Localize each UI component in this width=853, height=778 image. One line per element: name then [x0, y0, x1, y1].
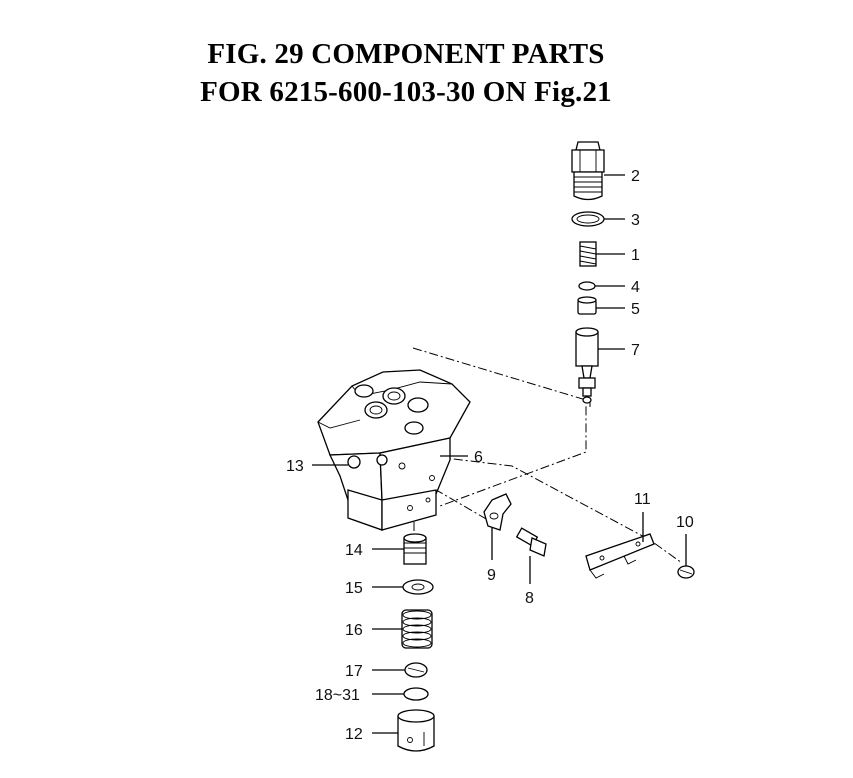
callout-6: 6: [474, 449, 483, 466]
callout-13: 13: [286, 458, 304, 475]
callout-7: 7: [631, 342, 640, 359]
part-4-o-ring: [578, 281, 596, 291]
part-15-washer: [402, 579, 434, 595]
part-3-gasket: [571, 211, 605, 227]
part-6-pump-body: [317, 369, 471, 531]
part-16-plunger-spring: [401, 609, 433, 649]
callout-3: 3: [631, 212, 640, 229]
callout-18-31: 18~31: [315, 687, 360, 704]
leader-lines: [312, 174, 687, 734]
part-18-31-shim: [403, 687, 429, 701]
callout-8: 8: [525, 590, 534, 607]
part-1-spring: [579, 241, 597, 267]
callout-11: 11: [634, 491, 651, 508]
part-12-tappet: [397, 709, 435, 752]
part-7-valve-seat: [575, 327, 599, 404]
callout-5: 5: [631, 301, 640, 318]
part-10-screw: [677, 565, 695, 579]
callout-17: 17: [345, 663, 363, 680]
callout-12: 12: [345, 726, 363, 743]
part-14-tappet-guide: [403, 533, 427, 565]
figure-title-line-2: FOR 6215-600-103-30 ON Fig.21: [200, 76, 612, 108]
callout-labels: 2 3 1 4 5 7 6 13 11 10 9 8 14 15 16 17 1…: [286, 168, 694, 743]
callout-9: 9: [487, 567, 496, 584]
callout-1: 1: [631, 247, 640, 264]
figure-title-line-1: FIG. 29 COMPONENT PARTS: [207, 38, 605, 70]
part-17-lower-seat: [404, 662, 428, 678]
part-11-plate: [585, 533, 655, 579]
part-8-bolt: [515, 527, 547, 557]
part-9-clip: [483, 493, 512, 531]
callout-14: 14: [345, 542, 363, 559]
callout-4: 4: [631, 279, 640, 296]
callout-16: 16: [345, 622, 363, 639]
part-2-delivery-valve-holder: [571, 141, 605, 201]
callout-2: 2: [631, 168, 640, 185]
callout-10: 10: [676, 514, 694, 531]
callout-15: 15: [345, 580, 363, 597]
part-5-delivery-valve: [577, 296, 597, 315]
